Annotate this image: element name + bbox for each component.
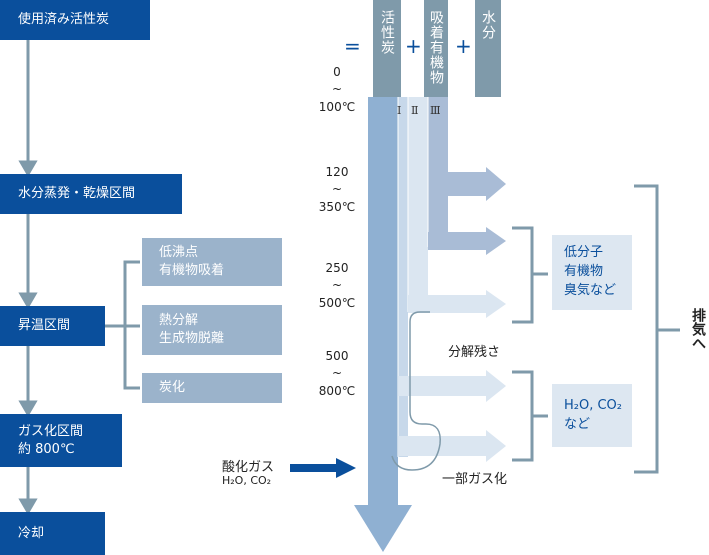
label-partial-gasification: 一部ガス化 [442,472,508,487]
temp-range-1: 0 ~ 100℃ [318,65,356,114]
substep-bracket [105,260,140,390]
flow-arrow-3 [18,400,38,417]
main-column [354,97,448,552]
step-gasification: ガス化区間 約 800℃ [0,414,122,467]
step-heating: 昇温区間 [0,306,105,346]
equals-operator: = [344,34,361,58]
step-drying: 水分蒸発・乾燥区間 [0,174,182,214]
label-decomposition-residue: 分解残さ [448,345,501,360]
component-water: 水分 [475,0,501,97]
oxidizing-gas-arrow [290,458,356,478]
temp-range-4: 500 ~ 800℃ [318,349,356,398]
label-oxidizing-gas-formula: H₂O, CO₂ [222,474,272,487]
component-adsorbed-organics: 吸着有機物 [424,0,448,97]
bracket-organics [512,226,534,324]
output-gases: H₂O, CO₂ など [552,384,632,447]
flow-arrow-2 [18,292,38,309]
step-cooling: 冷却 [0,512,105,555]
flow-arrow-1 [18,160,38,177]
label-exhaust: 排気へ [690,308,706,350]
label-oxidizing-gas: 酸化ガス [222,460,275,475]
residue-line [391,311,441,471]
roman-2: Ⅱ [411,104,419,117]
plus-operator-2: + [455,34,472,58]
plus-operator-1: + [405,34,422,58]
substep-low-boiling-adsorption: 低沸点 有機物吸着 [142,238,282,286]
temp-range-3: 250 ~ 500℃ [318,261,356,310]
temp-range-2: 120 ~ 350℃ [318,165,356,214]
output-organics: 低分子 有機物 臭気など [552,235,632,310]
flow-arrow-4 [18,498,38,515]
bracket-gases [512,370,534,462]
roman-1: Ⅰ [397,104,402,117]
substep-pyrolysis-desorption: 熱分解 生成物脱離 [142,305,282,355]
substep-carbonization: 炭化 [142,373,282,403]
roman-3: Ⅲ [430,104,441,117]
bracket-exhaust [634,184,659,474]
step-used-activated-carbon: 使用済み活性炭 [0,0,150,40]
component-activated-carbon: 活性炭 [373,0,401,97]
output-arrows [398,167,506,462]
